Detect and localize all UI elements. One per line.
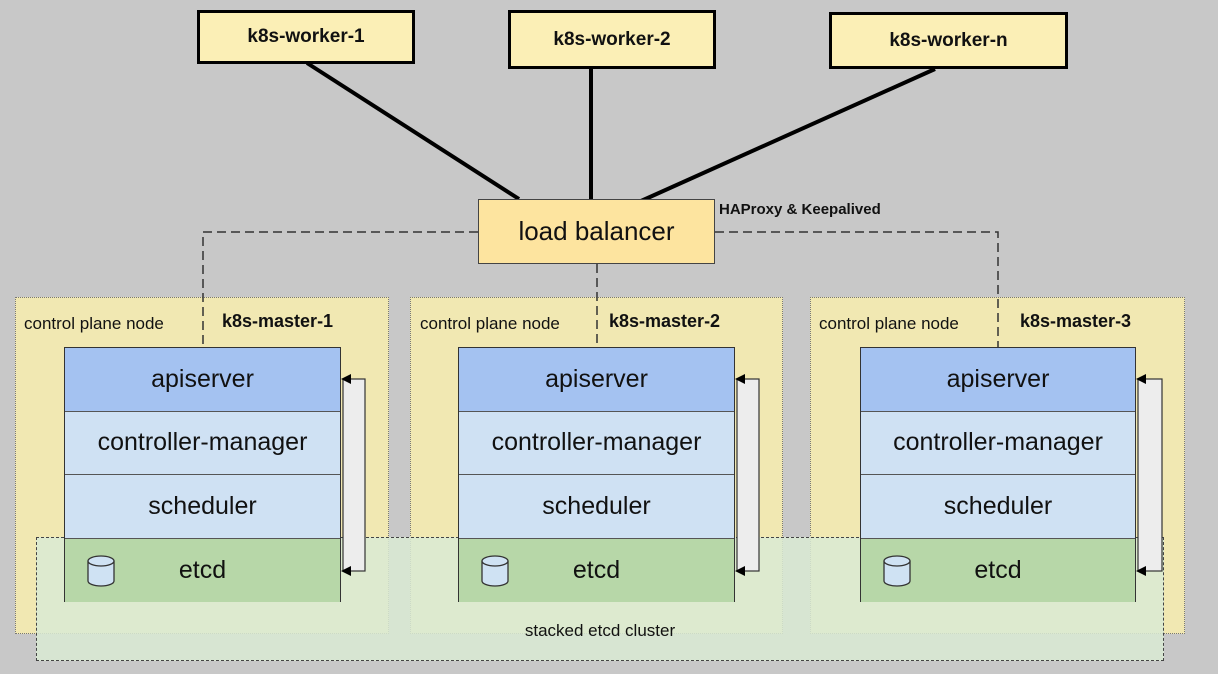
etcd: etcd [861,538,1135,602]
worker-n-link [640,67,936,203]
etcd-loop-2 [736,378,760,572]
arrow-etcd-2 [735,566,745,576]
etcd: etcd [459,538,734,602]
worker-node-1: k8s-worker-1 [197,10,415,64]
database-icon [481,554,509,587]
scheduler: scheduler [861,475,1135,539]
database-icon [87,554,115,587]
controller-manager: controller-manager [65,411,340,475]
etcd-label: etcd [974,555,1022,584]
arrow-etcd-3 [1136,566,1146,576]
arrow-api-2 [735,374,745,384]
lb-to-master-1 [202,231,478,348]
master-3-components: apiserver controller-manager scheduler e… [860,347,1136,602]
etcd-label: etcd [572,555,621,584]
apiserver: apiserver [65,348,340,412]
master-2-components: apiserver controller-manager scheduler e… [458,347,735,602]
arrow-api-3 [1136,374,1146,384]
arrow-api-1 [341,374,351,384]
worker-node-2: k8s-worker-2 [508,10,716,69]
load-balancer-note: HAProxy & Keepalived [719,201,881,218]
master-name: k8s-master-1 [222,311,334,331]
control-plane-label: control plane node [420,314,560,333]
etcd-loop-3 [1137,378,1163,572]
master-name: k8s-master-3 [1020,311,1132,331]
control-plane-label: control plane node [24,314,164,333]
database-icon [883,554,911,587]
arrow-etcd-1 [341,566,351,576]
etcd-loop-1 [342,378,366,572]
scheduler: scheduler [65,475,340,539]
etcd-cluster-label: stacked etcd cluster [524,621,676,640]
master-1-components: apiserver controller-manager scheduler e… [64,347,341,602]
worker-1-link [305,61,521,201]
scheduler: scheduler [459,475,734,539]
apiserver: apiserver [459,348,734,412]
controller-manager: controller-manager [459,411,734,475]
controller-manager: controller-manager [861,411,1135,475]
lb-to-master-3 [715,231,999,348]
worker-node-n: k8s-worker-n [829,12,1068,69]
apiserver: apiserver [861,348,1135,412]
control-plane-label: control plane node [819,314,959,333]
load-balancer: load balancer [478,199,715,264]
master-name: k8s-master-2 [609,311,721,331]
etcd-label: etcd [178,555,227,584]
etcd: etcd [65,538,340,602]
